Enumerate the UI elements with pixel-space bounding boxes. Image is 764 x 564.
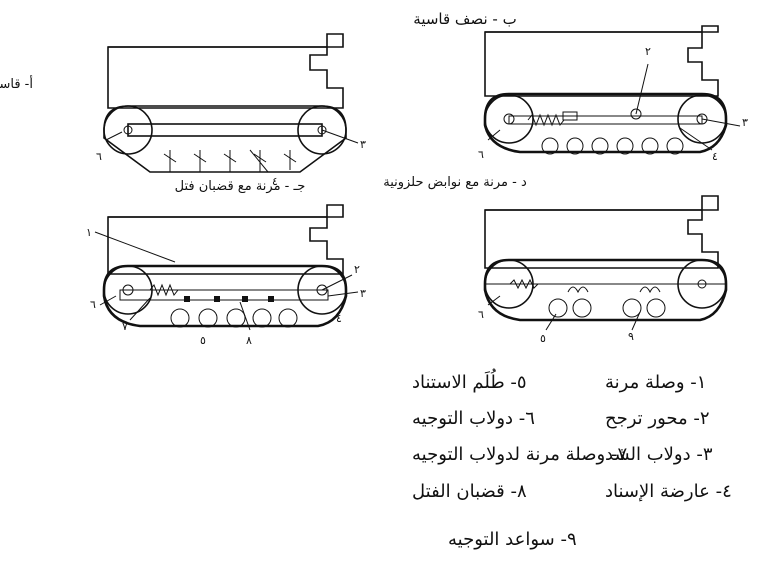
panel-d-caption: د - مرنة مع نوابض حلزونية <box>383 175 527 190</box>
panel-a-caption: أ- قاسية <box>0 75 33 92</box>
panel-d-leader-6 <box>487 295 501 306</box>
panel-c-torsion-bar: ١ ٢ ٣ ٦ ٧ ٨ ٤ ٥ <box>86 204 366 347</box>
panel-d-num-5: ٥ <box>540 332 546 345</box>
legend-item-8: ٨- قضبان الفتل <box>412 481 527 502</box>
panel-c-leader-7 <box>129 297 151 321</box>
panel-b-caption: ب - نصف قاسية <box>413 10 516 28</box>
panel-b-num-4: ٤ <box>712 150 718 163</box>
panel-c-num-6: ٦ <box>90 298 96 311</box>
panel-d-track <box>483 258 728 322</box>
panel-c-leader-3 <box>327 291 359 297</box>
legend-item-5: ٥- طُلَم الاستناد <box>412 368 527 393</box>
panel-d-coil-2 <box>639 286 661 294</box>
panel-c-leader-1 <box>94 231 176 263</box>
panel-c-num-1: ١ <box>86 226 92 239</box>
panel-d-hull <box>484 195 719 269</box>
panel-b-pivot <box>630 108 642 120</box>
panel-c-num-2: ٢ <box>354 263 360 276</box>
panel-c-num-8: ٨ <box>246 334 252 347</box>
panel-b-block <box>562 111 578 121</box>
panel-c-num-7: ٧ <box>122 320 128 333</box>
panel-c-caption: جـ - مرنة مع قضبان فتل <box>175 179 306 194</box>
panel-d-spring-front <box>509 278 539 290</box>
panel-b-leader-2 <box>635 63 649 115</box>
panel-d-coil-spring: ٦ ٥ ٩ <box>478 195 728 345</box>
panel-c-leader-2 <box>321 274 353 291</box>
panel-a-track-upper <box>103 105 347 131</box>
panel-c-leader-8 <box>239 301 251 331</box>
panel-c-num-4: ٤ <box>336 312 342 325</box>
legend-item-7: ٧- وصلة مرنة لدولاب التوجيه <box>412 444 627 465</box>
panel-d-leader-5 <box>545 313 557 331</box>
panel-c-frame <box>119 289 329 301</box>
panel-b-leader-4 <box>679 127 713 151</box>
panel-d-leader-9 <box>631 311 641 331</box>
panel-b-leader-6 <box>487 129 501 141</box>
panel-a-hull <box>107 33 344 109</box>
panel-d-num-9: ٩ <box>628 330 634 343</box>
panel-a-leader-4 <box>249 149 269 173</box>
panel-a-track-lower <box>103 130 347 173</box>
panel-c-leader-6 <box>99 295 117 306</box>
panel-b-hull <box>484 25 719 97</box>
panel-b-beam <box>508 115 703 125</box>
legend-item-9: ٩- سواعد التوجيه <box>448 529 577 550</box>
panel-a-num-6: ٦ <box>96 150 102 163</box>
panel-c-num-5: ٥ <box>200 334 206 347</box>
panel-a-frame-bar <box>127 123 323 137</box>
legend-item-3: ٣- دولاب الشد <box>605 444 713 465</box>
panel-d-road-wheels <box>548 298 666 318</box>
panel-c-road-wheels <box>170 308 298 328</box>
panel-c-torsion-bars <box>184 296 274 302</box>
panel-a-rigid: ٦ ٤ ٣ <box>96 33 366 188</box>
panel-b-track <box>483 92 728 154</box>
panel-c-spring <box>149 283 179 297</box>
panel-a-num-3: ٣ <box>360 138 366 151</box>
panel-b-leader-3 <box>701 118 741 127</box>
panel-c-hull <box>107 204 344 275</box>
panel-a-leader-6 <box>105 131 123 141</box>
legend: ١- وصلة مرنة ٢- محور ترجح ٣- دولاب الشد … <box>412 368 732 550</box>
panel-b-road-wheels <box>541 137 684 155</box>
panel-c-num-3: ٣ <box>360 287 366 300</box>
panel-c-track <box>102 264 348 328</box>
panel-d-num-6: ٦ <box>478 308 484 321</box>
panel-b-semi-rigid: ٢ ٣ ٤ ٦ <box>478 25 748 163</box>
panel-b-num-2: ٢ <box>645 45 651 58</box>
legend-item-4: ٤- عارضة الإسناد <box>605 481 732 502</box>
panel-b-spring <box>527 113 565 127</box>
legend-item-2: ٢- محور ترجح <box>605 408 710 429</box>
panel-a-leader-3 <box>321 129 359 144</box>
panel-b-num-6: ٦ <box>478 148 484 161</box>
panel-b-num-3: ٣ <box>742 116 748 129</box>
legend-item-1: ١- وصلة مرنة <box>605 372 706 393</box>
panel-d-coil-1 <box>567 286 589 294</box>
legend-item-6: ٦- دولاب التوجيه <box>412 408 535 429</box>
panel-a-num-4: ٤ <box>272 175 278 188</box>
panel-a-road-arms <box>163 150 297 172</box>
